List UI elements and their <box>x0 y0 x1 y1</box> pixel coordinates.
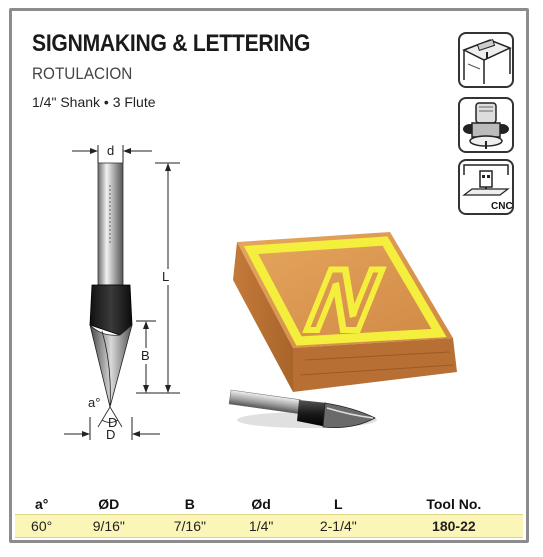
product-photo: N <box>215 220 485 440</box>
shank-flute-spec: 1/4" Shank • 3 Flute <box>32 94 156 110</box>
dim-cut-height-label: B <box>141 348 150 363</box>
table-cell: 9/16" <box>68 514 150 538</box>
handheld-router-icon <box>458 97 514 153</box>
column-header: B <box>184 496 195 512</box>
table-cell: 2-1/4" <box>291 514 385 538</box>
dim-length-label: L <box>162 269 169 284</box>
dim-cut-diameter-label: D <box>106 427 115 442</box>
dim-angle-label: a° <box>88 395 100 410</box>
column-header: ØD <box>98 496 120 512</box>
column-header: L <box>334 496 343 512</box>
page-title: SIGNMAKING & LETTERING <box>32 30 311 57</box>
table-header-row: a° ØD B Ød L Tool No. <box>15 494 523 515</box>
column-header: Tool No. <box>426 496 482 512</box>
table-cell: 7/16" <box>149 514 231 538</box>
column-header: Ød <box>251 496 271 512</box>
column-header: a° <box>34 496 49 512</box>
table-cell: 60° <box>15 514 69 538</box>
router-table-icon <box>458 32 514 88</box>
cnc-label: CNC <box>491 201 512 212</box>
dim-shank-diameter-label: d <box>107 143 114 158</box>
bit-technical-drawing: d L B a° D <box>50 135 200 445</box>
dim-small-diameter-label: D <box>108 415 117 430</box>
page-subtitle: ROTULACION <box>32 64 133 83</box>
cnc-machine-icon: CNC <box>458 159 514 215</box>
specifications-table: a° ØD B Ød L Tool No. 60° 9/16" 7/16" 1/… <box>15 494 523 538</box>
tool-number-cell: 180-22 <box>384 514 523 538</box>
table-cell: 1/4" <box>230 514 292 538</box>
table-row: 60° 9/16" 7/16" 1/4" 2-1/4" 180-22 <box>15 514 523 538</box>
